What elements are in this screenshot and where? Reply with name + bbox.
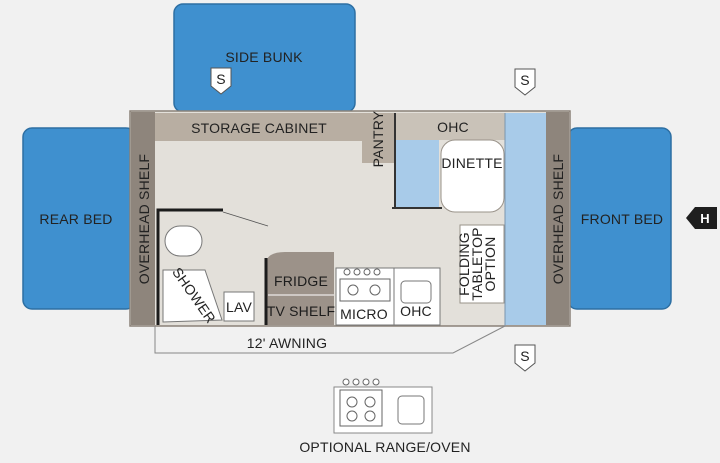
awning-label: 12' AWNING [247, 335, 327, 351]
sink-basin [400, 280, 432, 304]
overhead-shelf-right-label: OVERHEAD SHELF [550, 154, 566, 284]
dinette-side-panel [394, 140, 439, 208]
stove-burners [339, 268, 391, 302]
fridge-tv-cabinet [266, 252, 334, 325]
hitch-marker: H [686, 207, 717, 229]
s-marker-text: S [520, 72, 530, 88]
folding-tabletop-line2: TABLETOP [469, 227, 485, 300]
optional-range-label: OPTIONAL RANGE/OVEN [299, 439, 470, 455]
optional-range-oven [333, 378, 433, 434]
overhead-shelf-left-block [131, 112, 155, 325]
pantry-label: PANTRY [370, 110, 386, 167]
stabilizer-marker-side-bunk: S [210, 67, 232, 95]
overhead-shelf-right-block [546, 112, 569, 325]
ohc-top-block [394, 113, 513, 140]
awning-outline [154, 325, 506, 354]
tv-shelf-label: TV SHELF [267, 303, 336, 319]
dinette-right-panel [505, 113, 546, 325]
bathroom-wall [156, 208, 223, 325]
lav-sink [223, 291, 255, 322]
ohc-top-label: OHC [437, 119, 469, 135]
micro-label: MICRO [340, 306, 388, 322]
s-marker-text: S [520, 348, 530, 364]
hitch-letter: H [700, 211, 709, 226]
pantry-block [362, 113, 394, 163]
storage-cabinet-block [155, 113, 362, 141]
s-marker-text: S [216, 71, 226, 87]
dinette-label: DINETTE [441, 155, 502, 171]
lav-label: LAV [226, 299, 252, 315]
door-swing-line [222, 211, 269, 227]
rear-bed-label: REAR BED [39, 211, 112, 227]
folding-tabletop-label: FOLDING TABLETOP OPTION [456, 227, 498, 300]
front-bed-label: FRONT BED [581, 211, 663, 227]
folding-tabletop-line3: OPTION [482, 237, 498, 292]
stabilizer-marker-bottom-right: S [514, 344, 536, 372]
overhead-shelf-left-label: OVERHEAD SHELF [136, 154, 152, 284]
side-bunk-label: SIDE BUNK [225, 49, 303, 65]
stabilizer-marker-top-right: S [514, 68, 536, 96]
ohc-bottom-label: OHC [400, 303, 432, 319]
toilet [164, 225, 203, 257]
dinette-table [440, 139, 505, 213]
folding-tabletop-panel [459, 224, 505, 304]
folding-tabletop-line1: FOLDING [456, 232, 472, 296]
shower [162, 269, 223, 323]
fridge-label: FRIDGE [274, 273, 328, 289]
storage-cabinet-label: STORAGE CABINET [191, 120, 327, 136]
